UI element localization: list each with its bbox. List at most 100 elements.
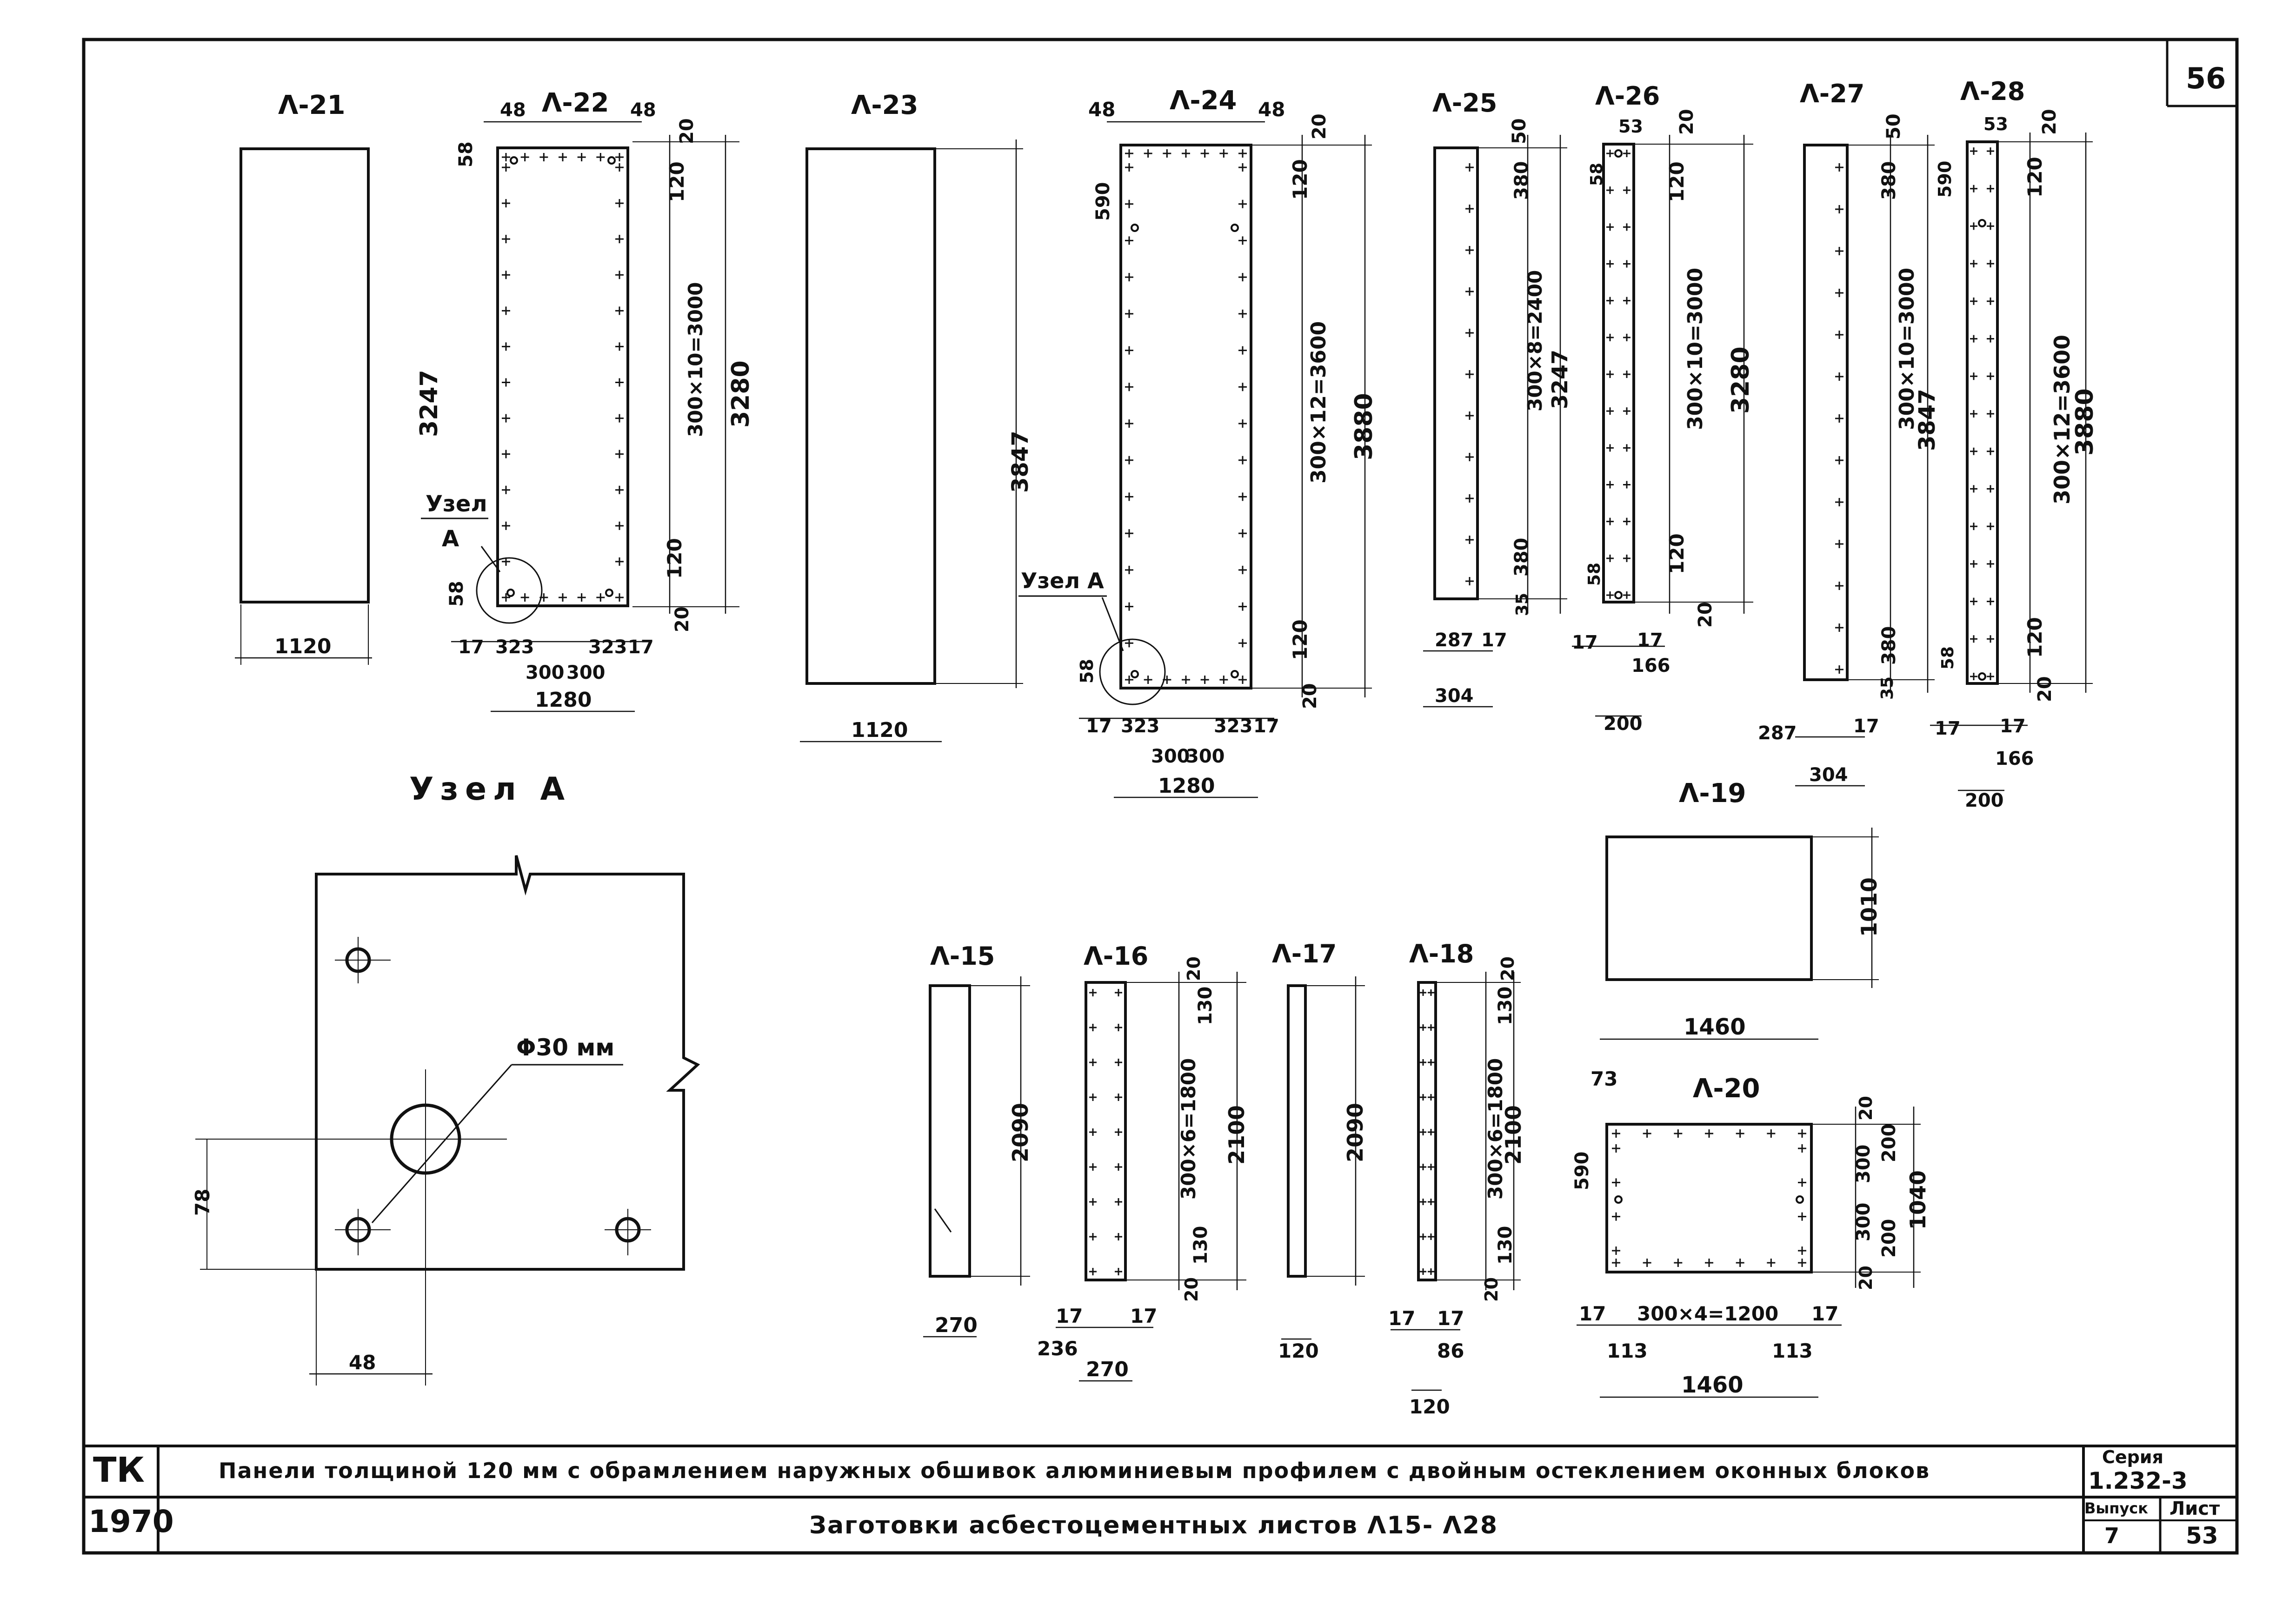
panel-l26-bottom-inset: 120: [1665, 533, 1688, 574]
panel-l28-height: 3880: [2071, 388, 2099, 456]
panel-l22-b323b: 323: [588, 637, 627, 658]
panel-l15: Λ-15 2090 270: [923, 942, 1033, 1338]
panel-l26-bottom-gap: 20: [1695, 602, 1716, 628]
fastener-cross: [1987, 447, 1994, 455]
panel-l25-height: 3247: [1547, 350, 1572, 409]
panel-l22-left-height: 3247: [415, 370, 443, 437]
fastener-cross: [1623, 407, 1630, 415]
fastener-cross: [1125, 163, 1133, 172]
fastener-cross: [1643, 1129, 1651, 1138]
fastener-cross: [1465, 494, 1474, 503]
fastener-cross: [1163, 149, 1171, 158]
panel-l28-d166: 166: [1995, 748, 2034, 769]
panel-l16-d236: 236: [1037, 1337, 1078, 1360]
panel-l24-node-a-circle: [1099, 638, 1166, 705]
fastener-cross: [615, 557, 624, 566]
fastener-cross: [596, 153, 605, 161]
fastener-cross: [1987, 222, 1994, 230]
fastener-cross: [1238, 456, 1247, 464]
panel-l20-height: 1040: [1905, 1170, 1930, 1230]
panel-l16: Λ-16 20 130 300×6=1800 2100 130 20 17 17…: [1037, 942, 1249, 1382]
fastener-cross: [1125, 309, 1133, 318]
panel-l23-label: Λ-23: [851, 90, 918, 120]
fastener-cross: [1125, 492, 1133, 501]
panel-l18-d17b: 17: [1437, 1307, 1464, 1330]
fastener-hole: [1614, 591, 1623, 599]
panel-l20-outline: [1605, 1123, 1813, 1273]
panel-l17-width: 120: [1278, 1339, 1319, 1362]
fastener-cross: [1674, 1259, 1683, 1267]
fastener-cross: [502, 153, 510, 161]
panel-l26-d17a: 17: [1572, 632, 1598, 653]
panel-l16-width: 270: [1086, 1358, 1129, 1381]
fastener-cross: [1465, 163, 1474, 172]
panel-l19-label: Λ-19: [1679, 778, 1746, 809]
panel-l20-d73: 73: [1591, 1068, 1617, 1090]
panel-l22-height: 3280: [727, 360, 755, 428]
fastener-cross: [502, 306, 510, 315]
fastener-cross: [1612, 1144, 1620, 1153]
panel-l24-b300b: 300: [1186, 746, 1225, 767]
fastener-cross: [1125, 346, 1133, 355]
fastener-cross: [615, 378, 624, 387]
title-block-series-value: 1.232-3: [2088, 1467, 2188, 1494]
fastener-cross: [615, 414, 624, 423]
panel-l25-fasteners: [1465, 163, 1474, 585]
panel-l21: Λ-21 1120: [235, 90, 372, 665]
panel-l27-d287: 287: [1758, 723, 1797, 744]
panel-l28-d590: 590: [1935, 161, 1955, 198]
fastener-cross: [1987, 185, 1994, 192]
fastener-cross: [1238, 492, 1247, 501]
panel-l20: Λ-20 73 590 20 300 200 300 200 20 1040 1…: [1571, 1068, 1930, 1398]
fastener-cross: [1125, 383, 1133, 391]
panel-l20-width: 1460: [1681, 1372, 1744, 1398]
fastener-cross: [1238, 602, 1247, 611]
panel-l16-outline: [1085, 981, 1127, 1281]
fastener-cross: [1465, 411, 1474, 420]
panel-l25-d287: 287: [1435, 630, 1474, 651]
title-block-title: Панели толщиной 120 мм с обрамлением нар…: [219, 1460, 1930, 1481]
fastener-cross: [502, 450, 510, 458]
fastener-cross: [1428, 1164, 1434, 1170]
panel-l26-spacing: 300×10=3000: [1684, 268, 1707, 430]
panel-l27: Λ-27 50 380 300×10=3000 3847 380 35 287 …: [1758, 79, 1940, 787]
fastener-cross: [1798, 1259, 1806, 1267]
fastener-cross: [1798, 1129, 1806, 1138]
fastener-cross: [1736, 1259, 1744, 1267]
fastener-cross: [502, 557, 510, 566]
fastener-cross: [539, 153, 548, 161]
panel-l24-height: 3880: [1350, 393, 1378, 460]
fastener-cross: [502, 593, 510, 602]
panel-l27-d304: 304: [1809, 764, 1848, 786]
panel-l15-width: 270: [935, 1313, 978, 1337]
fastener-cross: [615, 163, 624, 172]
panel-l26-outline: [1602, 143, 1635, 603]
panel-l22-node-callout-a: А: [442, 526, 459, 552]
fastener-cross: [1612, 1212, 1620, 1221]
fastener-cross: [1420, 1129, 1426, 1135]
panel-l15-outline: [929, 984, 971, 1278]
fastener-cross: [1606, 223, 1614, 231]
detail-dim-vertical: 78: [191, 1189, 214, 1216]
fastener-cross: [1606, 333, 1614, 341]
panel-l18-outline: [1417, 981, 1437, 1281]
panel-l26-d58: 58: [1587, 163, 1606, 186]
fastener-cross: [502, 199, 510, 208]
fastener-cross: [615, 306, 624, 315]
fastener-cross: [1125, 456, 1133, 464]
fastener-cross: [1465, 536, 1474, 544]
panel-l22-node-callout: Узел: [426, 491, 487, 517]
panel-l25-d17: 17: [1481, 630, 1507, 651]
fastener-cross: [502, 271, 510, 279]
panel-l19: Λ-19 1010 1460: [1600, 778, 1882, 1040]
detail-node-a: Узел А 78 48 Φ30 мм: [191, 771, 700, 1386]
fastener-cross: [1606, 297, 1614, 305]
fastener-cross: [1420, 1233, 1426, 1240]
title-block-year: 1970: [88, 1504, 174, 1539]
fastener-hole: [1978, 219, 1986, 227]
panel-l25-d380a: 380: [1511, 161, 1532, 200]
detail-title: Узел А: [409, 771, 571, 808]
panel-l28-inset: 120: [2023, 157, 2046, 198]
fastener-cross: [1428, 1199, 1434, 1205]
panel-l22-outline: [496, 146, 629, 607]
